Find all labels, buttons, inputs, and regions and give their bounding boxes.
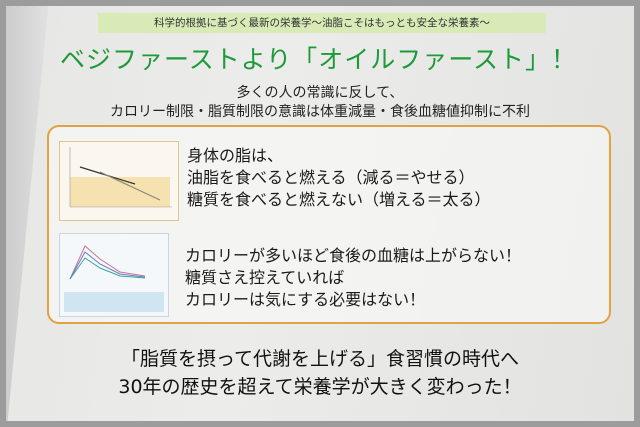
subtitle-banner: 科学的根拠に基づく最新の栄養学〜油脂こそはもっとも安全な栄養素〜 [98,13,546,33]
content-box: 身体の脂は、 油脂を食べると燃える（減る＝やせる） 糖質を食べると燃えない（増え… [47,125,611,324]
panel1-line-3: 糖質を食べると燃えない（増える＝太る） [187,190,491,209]
panel2-line-1: カロリーが多いほど食後の血糖は上がらない！ [185,246,522,265]
panel2-line-2: 糖質さえ控えていれば [185,268,345,287]
lead-line-2: カロリー制限・脂質制限の意識は体重減量・食後血糖値抑制に不利 [110,104,530,120]
panel1-line-2: 油脂を食べると燃える（減る＝やせる） [187,168,475,187]
panel1-line-1: 身体の脂は、 [187,146,284,165]
panel2-line-3: カロリーは気にする必要はない！ [185,290,426,309]
lead-line-1: 多くの人の常識に反して、 [236,85,404,101]
conclusion-line-2: 30年の歴史を超えて栄養学が大きく変わった！ [118,376,522,398]
blood-sugar-chart-thumbnail [59,233,169,317]
page-title: ベジファーストより「オイルファースト」！ [60,45,578,74]
conclusion-line-1: 「脂質を摂って代謝を上げる」食習慣の時代へ [120,348,520,370]
fat-burn-chart-thumbnail [59,141,179,221]
